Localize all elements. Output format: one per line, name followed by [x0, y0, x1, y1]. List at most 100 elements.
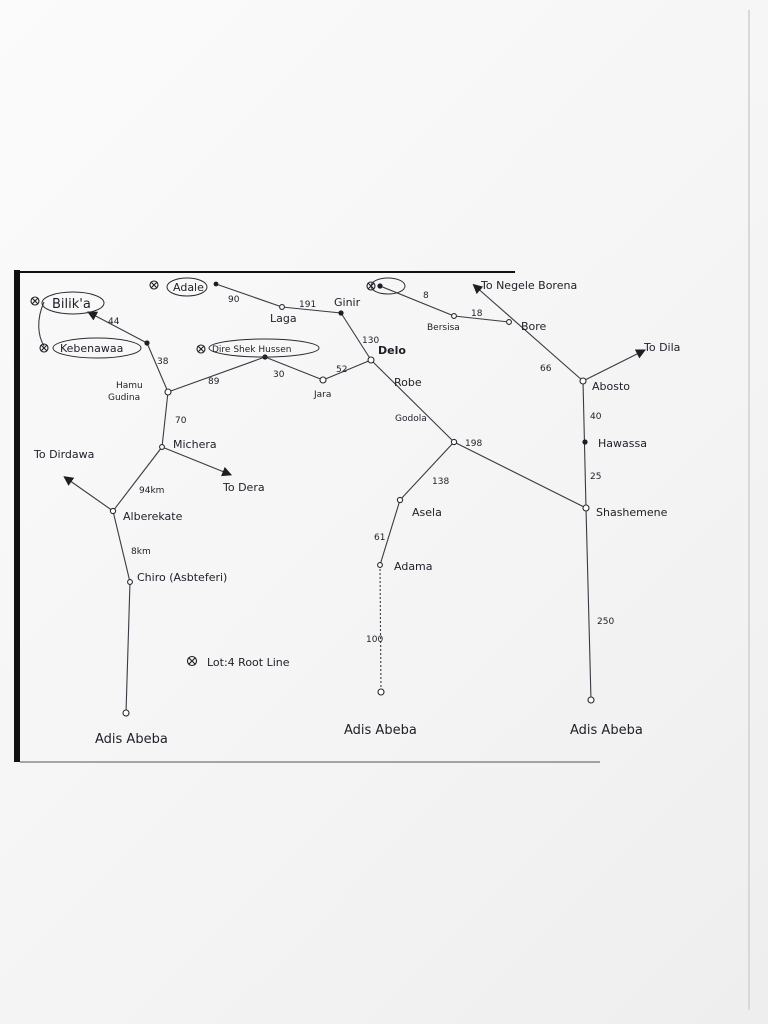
bubble-sete — [370, 277, 406, 295]
lot-marker-icon — [149, 280, 159, 290]
road-godola-asela — [399, 441, 455, 501]
distance-abosto-hawassa: 40 — [590, 412, 602, 422]
label-adale: Adale — [173, 281, 204, 294]
distance-kebenawaa-hamu: 38 — [157, 357, 169, 367]
legend-text: Lot:4 Root Line — [207, 656, 290, 669]
road-to-dirdawa — [63, 476, 114, 512]
label-jara: Jara — [313, 390, 331, 400]
town-nodes — [109, 281, 595, 717]
road-to-negele-borena — [472, 283, 584, 382]
label-bersisa: Bersisa — [427, 323, 460, 333]
road-laga-ginir — [281, 306, 342, 314]
bubble-kebenawaa — [52, 337, 142, 359]
road-jara-delo — [322, 359, 372, 381]
paper-edge — [748, 10, 750, 1010]
node-adis-abeba-1 — [122, 709, 130, 717]
lot-markers — [30, 280, 376, 667]
road-alberekate-chiro — [112, 510, 131, 583]
label-godola: Godola — [395, 414, 427, 424]
road-dire-jara — [264, 356, 324, 381]
node-adis-abeba-3 — [587, 696, 595, 704]
label-hawassa: Hawassa — [598, 437, 647, 450]
label-ginir: Ginir — [334, 296, 361, 309]
distance-adale-laga: 90 — [228, 295, 240, 305]
distance-jara-delo: 52 — [336, 365, 347, 375]
distance-labels: 44 38 90 191 130 89 30 52 70 94km 8km 19… — [108, 291, 614, 645]
node-adis-abeba-2 — [377, 688, 385, 696]
label-hamu: Hamu — [116, 381, 143, 391]
label-asela: Asela — [412, 506, 442, 519]
road-bersisa-bore — [453, 315, 510, 323]
label-robe: Robe — [394, 376, 422, 389]
node-ginir — [338, 310, 344, 316]
node-asela — [396, 496, 404, 504]
label-shashemene: Shashemene — [596, 506, 668, 519]
label-michera: Michera — [173, 438, 217, 451]
distance-sete-bersisa: 8 — [423, 291, 429, 301]
road-to-dera — [161, 446, 233, 477]
node-bersisa — [451, 313, 457, 319]
label-adis-abeba-1: Adis Abeba — [95, 732, 168, 747]
node-godola — [450, 438, 458, 446]
distance-alberekate-chiro: 8km — [131, 547, 151, 557]
node-hawassa — [582, 439, 588, 445]
distance-asela-adama: 61 — [374, 533, 385, 543]
label-kebenawaa: Kebenawaa — [60, 342, 123, 355]
node-chiro — [127, 579, 133, 585]
label-chiro: Chiro (Asbteferi) — [137, 571, 227, 584]
lot-marker-icon — [39, 343, 49, 353]
road-to-bilika — [87, 311, 148, 344]
label-abosto: Abosto — [592, 380, 630, 393]
node-hamu-gudina — [164, 388, 172, 396]
distance-hawassa-shashemene: 25 — [590, 472, 601, 482]
road-network — [38, 283, 646, 714]
distance-bersisa-bore: 18 — [471, 309, 483, 319]
label-to-dera: To Dera — [222, 481, 265, 494]
node-alberekate — [109, 507, 117, 515]
node-delo — [367, 356, 375, 364]
place-labels: Bilik'a Kebenawaa Adale Dire Shek Hussen… — [33, 279, 680, 747]
distance-adama-adis: 100 — [366, 635, 383, 645]
node-abosto — [579, 377, 587, 385]
label-gudina: Gudina — [108, 393, 140, 403]
lot-marker-icon — [30, 296, 40, 306]
road-adale-laga — [215, 283, 283, 308]
label-delo: Delo — [378, 344, 406, 357]
frame-left-bar — [14, 270, 20, 762]
bubble-bilika — [41, 291, 105, 315]
road-bilika-kebenawaa — [38, 301, 45, 347]
distance-hamu-dire: 89 — [208, 377, 220, 387]
distance-ginir-delo: 130 — [362, 336, 379, 346]
road-shashemene-adis — [585, 507, 592, 701]
node-laga — [279, 304, 285, 310]
road-chiro-adis — [125, 581, 131, 714]
label-dire-shek-hussen: Dire Shek Hussen — [212, 345, 291, 355]
label-to-negele-borena: To Negele Borena — [480, 279, 577, 292]
node-adama — [377, 562, 383, 568]
label-bilika: Bilik'a — [52, 297, 91, 312]
distance-bore-abosto: 66 — [540, 364, 552, 374]
node-bore — [506, 319, 512, 325]
label-adis-abeba-3: Adis Abeba — [570, 723, 643, 738]
node-michera — [159, 444, 165, 450]
bubble-dire-shek-hussen — [208, 338, 320, 358]
label-adama: Adama — [394, 560, 433, 573]
road-hamu-michera — [161, 391, 169, 448]
distance-shashemene-adis: 250 — [597, 617, 614, 627]
node-adale — [213, 281, 219, 287]
label-alberekate: Alberekate — [123, 510, 183, 523]
distance-laga-ginir: 191 — [299, 300, 316, 310]
label-adis-abeba-2: Adis Abeba — [344, 723, 417, 738]
road-michera-alberekate — [112, 446, 163, 512]
road-to-dila — [582, 349, 646, 382]
node-jara — [319, 376, 327, 384]
bubble-adale — [166, 277, 208, 297]
distance-michera-alberekate: 94km — [139, 486, 164, 496]
lot-marker-icon — [196, 344, 206, 354]
label-bore: Bore — [521, 320, 547, 333]
label-to-dila: To Dila — [643, 341, 680, 354]
node-sete — [377, 283, 383, 289]
road-asela-adama — [379, 499, 401, 566]
node-kebenawaa-junction — [144, 340, 150, 346]
